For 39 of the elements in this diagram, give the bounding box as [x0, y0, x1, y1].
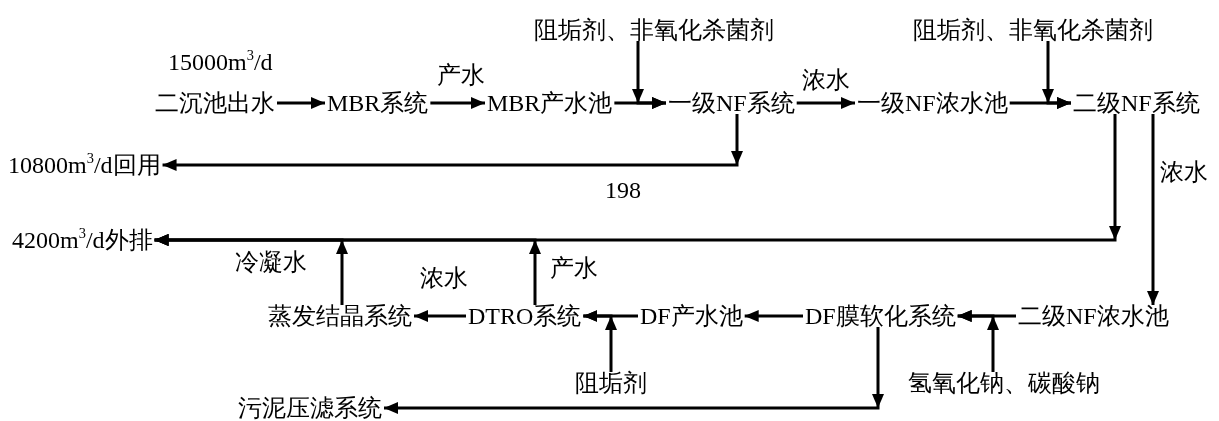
process-label: 10800m$^{3}$/d回用 [8, 151, 161, 179]
process-label: 污泥压滤系统 [238, 394, 382, 421]
process-label: MBR产水池 [487, 89, 613, 117]
process-label: 一级NF系统 [668, 89, 795, 117]
flow-arrow [1042, 41, 1071, 109]
flow-arrow [162, 114, 743, 171]
edge-label: 浓水 [802, 66, 850, 94]
process-label: 4200m$^{3}$/d外排 [12, 226, 153, 254]
edge-label: 浓水 [1160, 158, 1208, 186]
process-label: 阻垢剂 [575, 369, 647, 397]
note-label: 198 [605, 176, 641, 204]
process-label: 一级NF浓水池 [857, 89, 1008, 117]
process-label: MBR系统 [327, 89, 429, 117]
flow-arrow [277, 97, 325, 109]
flow-arrow [430, 97, 485, 109]
flow-arrow [632, 41, 666, 109]
process-label: 氢氧化钠、碳酸钠 [908, 369, 1100, 397]
process-label: 二级NF浓水池 [1018, 302, 1169, 330]
edge-label: 产水 [550, 254, 598, 282]
flow-arrow [583, 310, 617, 372]
flow-arrow [796, 97, 855, 109]
process-label: 阻垢剂、非氧化杀菌剂 [913, 16, 1153, 44]
process-label: DF膜软化系统 [805, 302, 956, 330]
flow-arrow [384, 327, 884, 414]
process-label: 阻垢剂、非氧化杀菌剂 [534, 16, 774, 44]
flow-arrow [1147, 114, 1159, 305]
process-label: 蒸发结晶系统 [268, 302, 412, 330]
flow-rate-label: 15000m$^{3}$/d [168, 48, 273, 76]
process-label: 二沉池出水 [155, 89, 275, 117]
edge-label: 浓水 [420, 264, 468, 292]
flow-arrow [957, 310, 999, 372]
process-label: 二级NF系统 [1073, 89, 1200, 117]
flow-arrow [414, 310, 466, 322]
flow-arrow [154, 234, 348, 305]
flow-arrow [744, 310, 803, 322]
edge-label: 冷凝水 [235, 248, 307, 276]
process-label: DTRO系统 [468, 302, 582, 330]
edge-label: 产水 [437, 61, 485, 89]
process-label: DF产水池 [640, 302, 743, 330]
